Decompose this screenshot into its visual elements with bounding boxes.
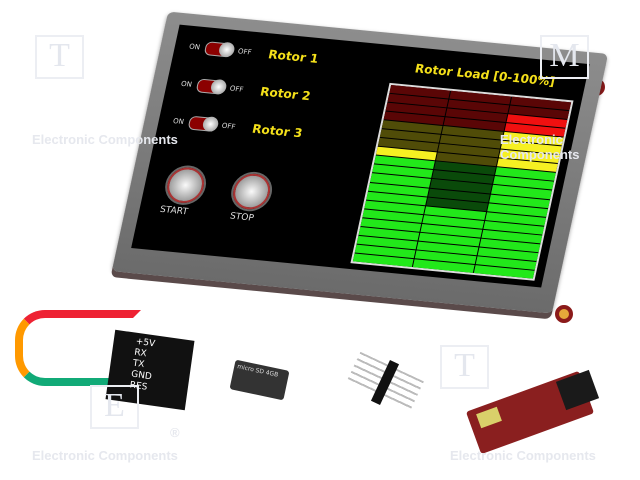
stop-label: STOP — [228, 211, 255, 224]
rotor-load-bar-chart — [350, 82, 574, 281]
on-label: ON — [172, 117, 185, 126]
rotor-2-switch-row: ON OFF Rotor 2 — [180, 77, 312, 103]
rotor-3-toggle[interactable] — [187, 115, 220, 133]
rotor-3-switch-row: ON OFF Rotor 3 — [172, 114, 304, 140]
rotor-load-title: Rotor Load [0-100%] — [413, 61, 557, 89]
on-label: ON — [180, 79, 193, 89]
watermark-text: Electronic Components — [32, 132, 178, 147]
watermark-text: Electronic Components — [32, 448, 178, 463]
micro-sd-card: micro SD 4GB — [229, 359, 290, 401]
watermark-text: Electronic Components — [500, 132, 580, 162]
toggle-knob — [201, 116, 220, 133]
off-label: OFF — [228, 84, 245, 94]
start-button[interactable] — [163, 165, 208, 205]
mounting-hole — [555, 305, 573, 323]
watermark-registered: ® — [170, 425, 180, 440]
toggle-knob — [217, 41, 236, 58]
rotor-2-toggle[interactable] — [195, 78, 228, 95]
watermark-logo: M — [540, 35, 589, 79]
off-label: OFF — [237, 47, 253, 57]
ribbon-cable — [15, 310, 141, 386]
start-label: START — [158, 204, 189, 218]
watermark-text: Electronic Components — [450, 448, 596, 463]
rotor-1-label: Rotor 1 — [266, 47, 320, 66]
off-label: OFF — [220, 121, 237, 131]
sd-label: micro SD 4GB — [236, 363, 279, 379]
rotor-1-switch-row: ON OFF Rotor 1 — [188, 40, 320, 66]
rotor-1-toggle[interactable] — [203, 41, 236, 58]
rotor-3-label: Rotor 3 — [250, 121, 304, 141]
rotor-2-label: Rotor 2 — [258, 84, 312, 104]
on-label: ON — [188, 42, 201, 52]
display-module: ON OFF Rotor 1 ON OFF Rotor 2 ON OFF Rot… — [111, 11, 609, 314]
toggle-knob — [209, 78, 228, 95]
watermark-logo: T — [35, 35, 84, 79]
stop-button[interactable] — [229, 172, 274, 211]
watermark-logo: E — [90, 385, 139, 429]
watermark-logo: T — [440, 345, 489, 389]
